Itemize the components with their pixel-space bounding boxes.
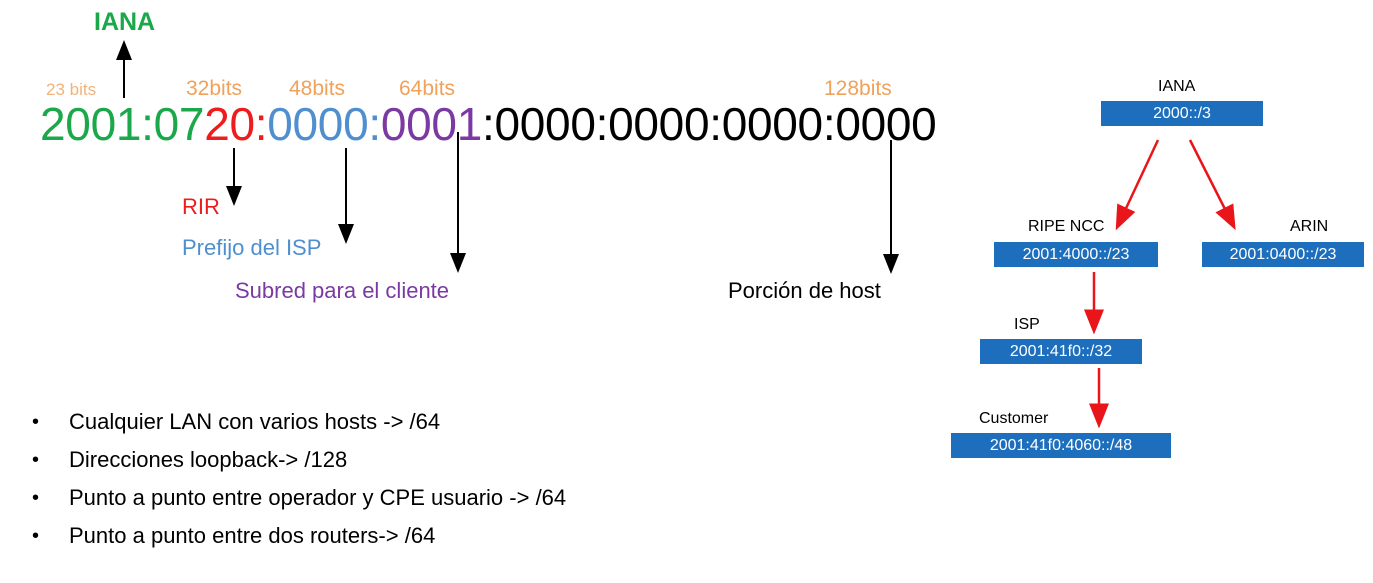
arrow-iana-to-arin — [1188, 139, 1236, 231]
address-rir-segment: 20: — [204, 98, 268, 150]
iana-prefix-box: 2000::/3 — [1101, 101, 1263, 126]
iana-node-label: IANA — [1158, 78, 1196, 95]
address-isp-segment: 0000: — [267, 98, 381, 150]
isp-node-label: ISP — [1014, 316, 1040, 333]
list-item: Punto a punto entre dos routers-> /64 — [32, 517, 566, 555]
ipv6-address: 2001:0720:0000:0001:0000:0000:0000:0000 — [40, 98, 937, 150]
address-subnet-segment: 0001 — [380, 98, 482, 150]
bits-128-label: 128bits — [824, 77, 892, 100]
customer-prefix-box: 2001:41f0:4060::/48 — [951, 433, 1171, 458]
list-item: Punto a punto entre operador y CPE usuar… — [32, 479, 566, 517]
arrow-iana-to-ripe — [1115, 139, 1160, 231]
iana-top-label: IANA — [94, 8, 156, 36]
bits-32-label: 32bits — [186, 77, 243, 100]
arin-prefix-box: 2001:0400::/23 — [1202, 242, 1364, 267]
arin-node-label: ARIN — [1290, 218, 1329, 235]
bits-48-label: 48bits — [289, 77, 346, 100]
list-item: Direcciones loopback-> /128 — [32, 441, 566, 479]
rir-label: RIR — [182, 194, 220, 219]
customer-node-label: Customer — [979, 410, 1049, 427]
host-portion-label: Porción de host — [728, 278, 881, 303]
address-host-segment: :0000:0000:0000:0000 — [482, 98, 937, 150]
bits-23-label: 23 bits — [46, 80, 97, 99]
client-subnet-label: Subred para el cliente — [235, 278, 450, 303]
address-iana-segment: 2001:07 — [40, 98, 205, 150]
ripe-prefix-box: 2001:4000::/23 — [994, 242, 1158, 267]
bits-64-label: 64bits — [399, 77, 456, 100]
prefix-guidelines-list: Cualquier LAN con varios hosts -> /64 Di… — [32, 403, 566, 555]
list-item: Cualquier LAN con varios hosts -> /64 — [32, 403, 566, 441]
isp-prefix-label: Prefijo del ISP — [182, 235, 322, 260]
ripe-node-label: RIPE NCC — [1028, 218, 1105, 235]
isp-prefix-box: 2001:41f0::/32 — [980, 339, 1142, 364]
